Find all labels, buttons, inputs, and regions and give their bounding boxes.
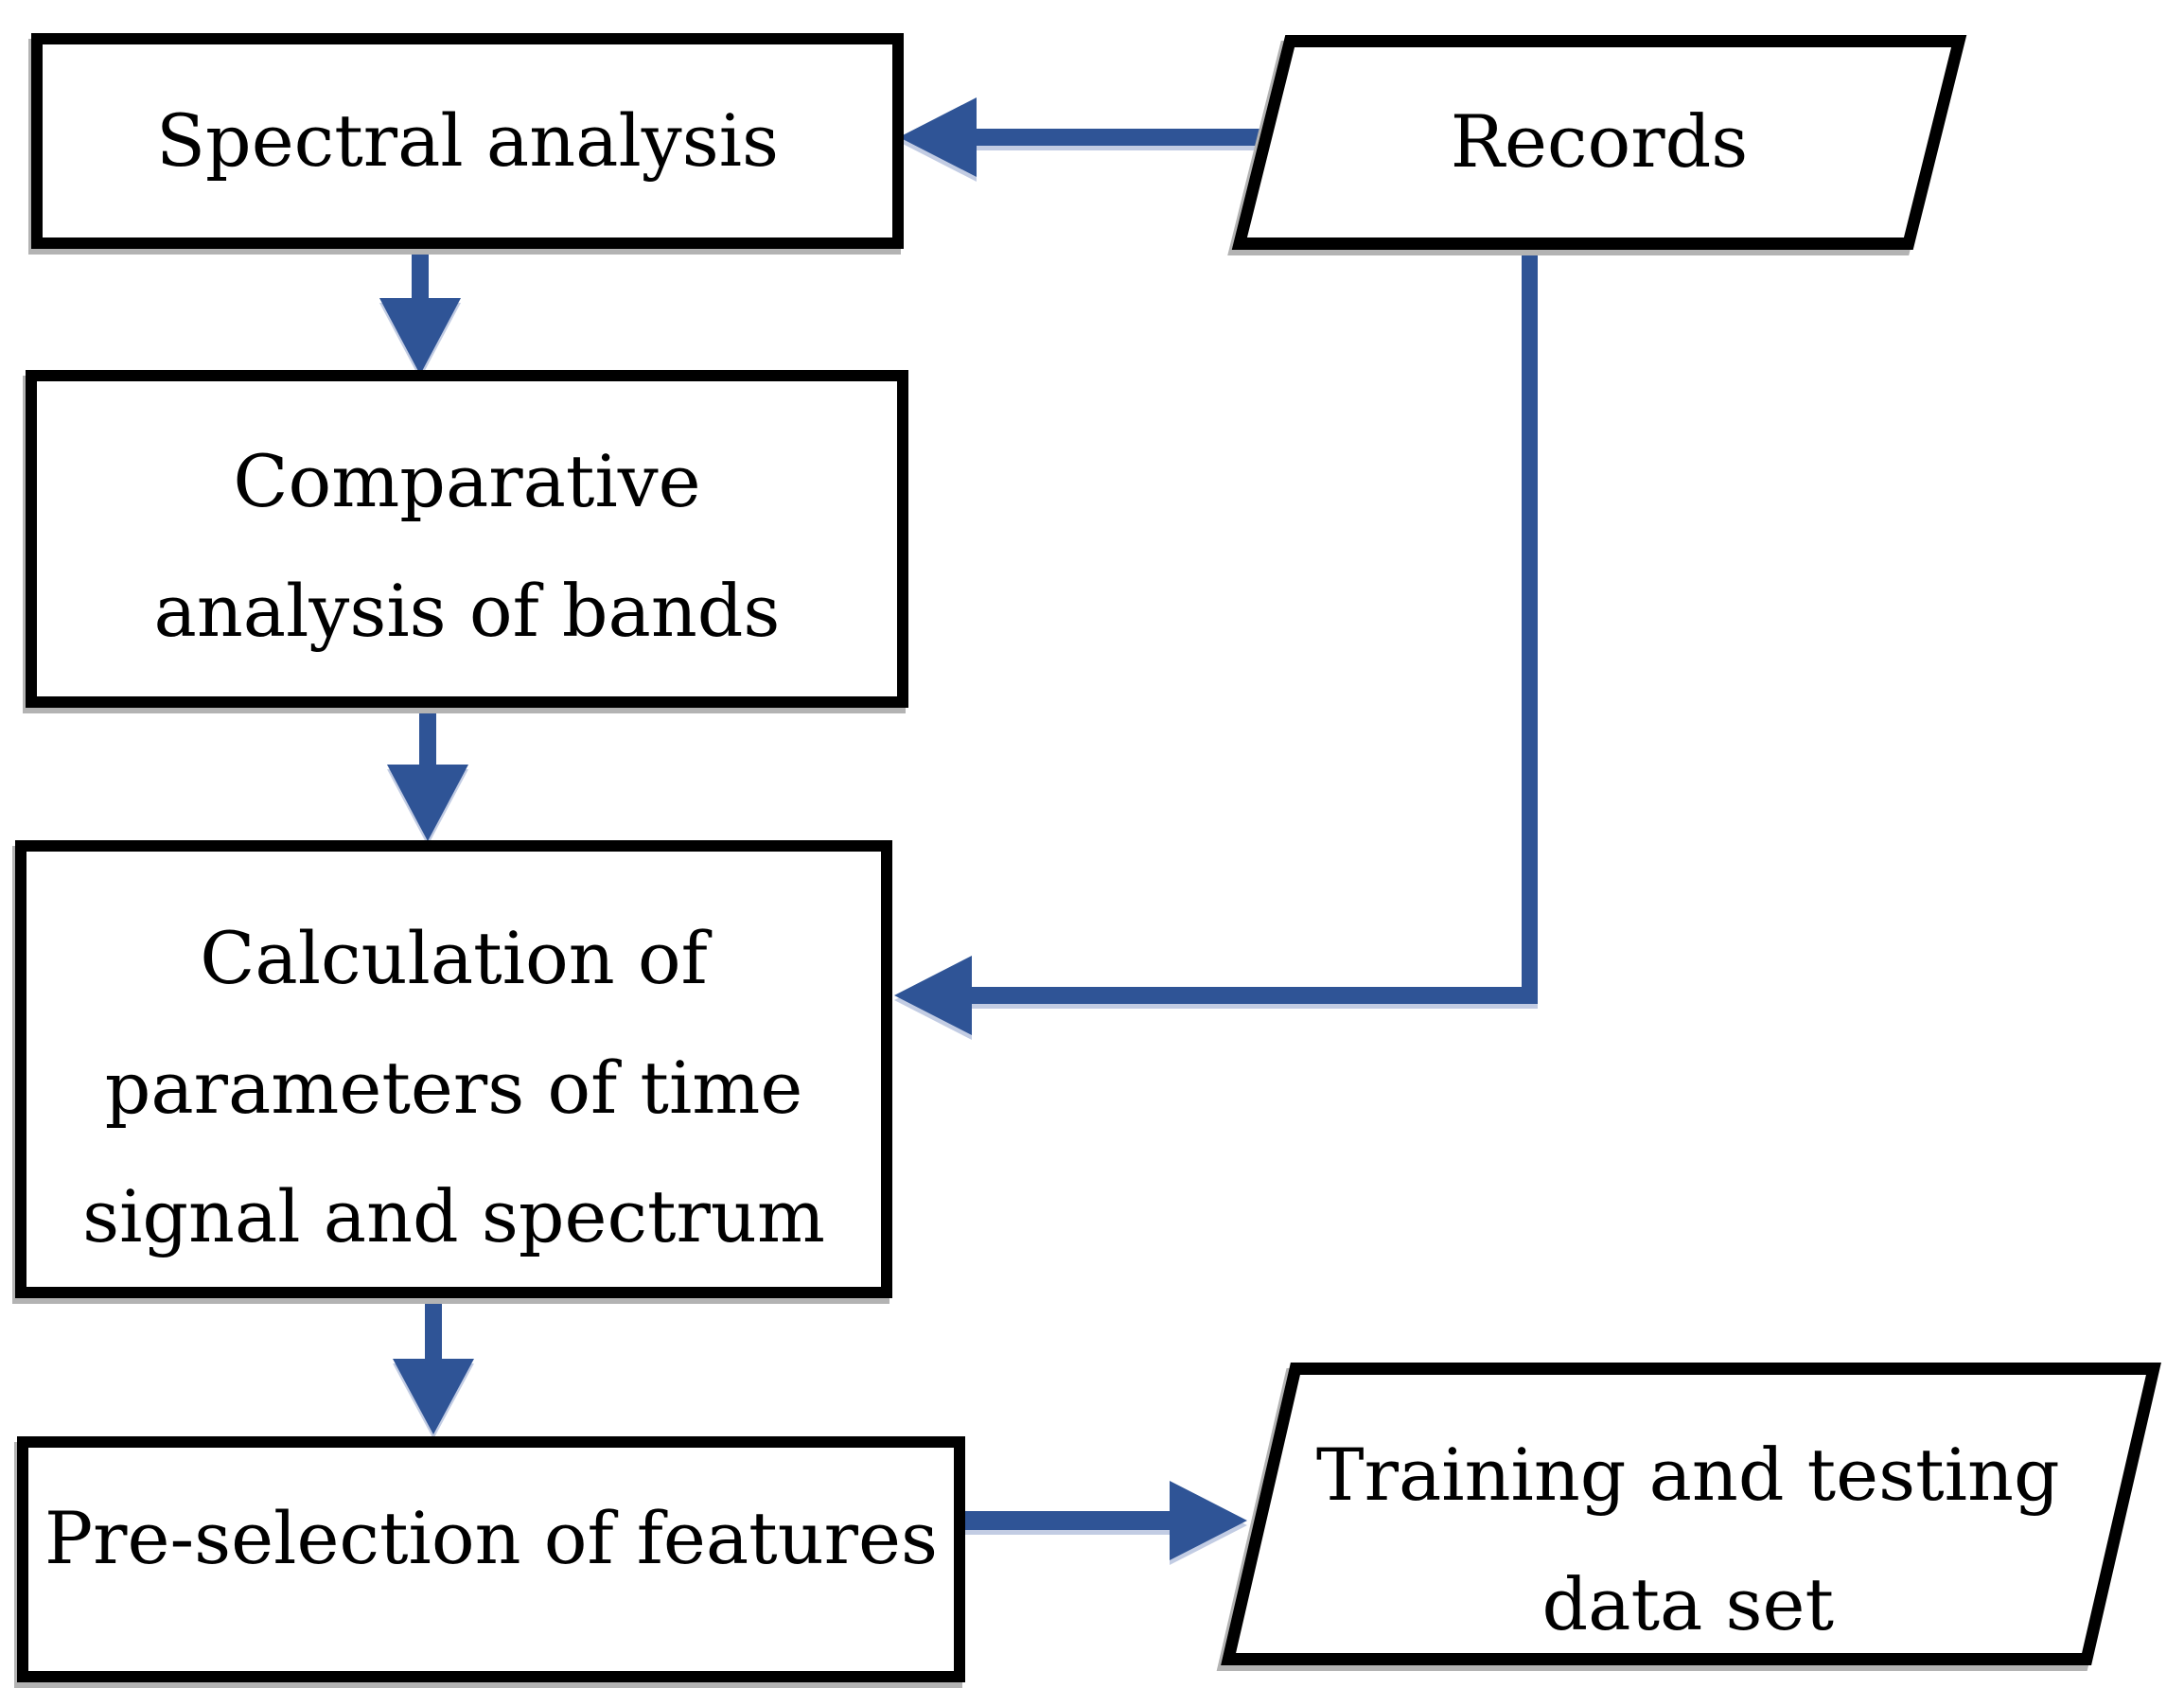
node-records-content: Records <box>1271 47 1928 237</box>
node-spectral-analysis: Spectral analysis <box>31 33 904 249</box>
node-training-testing: Training and testing data set <box>1221 1363 2161 1665</box>
node-comparative-analysis: Comparative analysis of bands <box>26 370 908 708</box>
arrow-calculation-to-preselection <box>393 1294 474 1434</box>
arrow-records-to-calculation <box>894 246 1538 1035</box>
node-label: Training and testing <box>1315 1433 2060 1518</box>
node-label: Records <box>1450 99 1749 185</box>
node-label: Calculation of <box>200 915 708 1000</box>
node-label: Comparative <box>233 438 701 523</box>
node-calculation: Calculation of parameters of time signal… <box>15 840 892 1298</box>
node-preselection: Pre-selection of features <box>17 1436 965 1682</box>
node-label: data set <box>1541 1562 1835 1646</box>
node-label: Pre-selection of features <box>44 1495 938 1580</box>
node-label: parameters of time <box>104 1045 803 1130</box>
node-label: analysis of bands <box>153 568 781 653</box>
arrow-comparative-to-calculation <box>387 704 468 841</box>
arrow-preselection-to-training <box>963 1481 1247 1560</box>
arrow-spectral-to-comparative <box>379 244 461 375</box>
node-label: Spectral analysis <box>155 97 780 183</box>
node-records: Records <box>1231 35 1967 250</box>
node-label: signal and spectrum <box>82 1174 825 1259</box>
node-training-testing-content: Training and testing data set <box>1265 1375 2111 1680</box>
arrow-records-to-spectral-analysis <box>899 97 1276 177</box>
